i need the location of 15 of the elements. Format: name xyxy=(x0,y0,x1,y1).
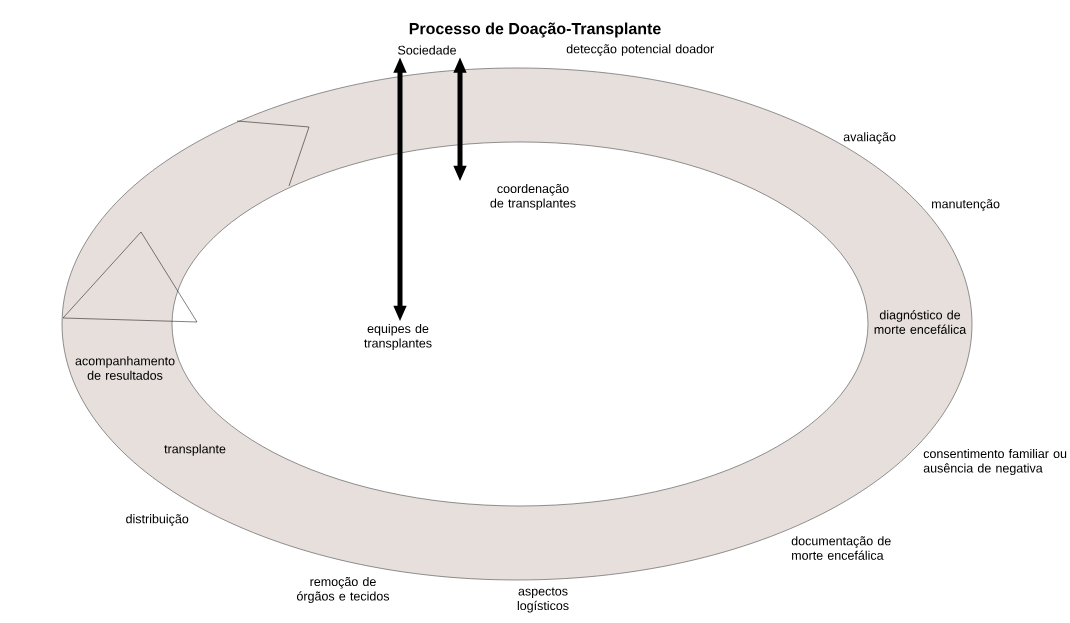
stage-label: avaliação xyxy=(843,132,896,144)
stage-label: distribuição xyxy=(126,514,189,526)
stage-label: acompanhamento de resultados xyxy=(75,356,175,380)
stage-label: diagnóstico de morte encefálica xyxy=(874,310,967,334)
stage-label: manutenção xyxy=(932,199,1000,211)
stage-text: equipes de transplantes xyxy=(364,323,432,351)
stage-label: documentação de morte encefálica xyxy=(791,536,891,560)
stage-label: consentimento familiar ou ausência de negativa xyxy=(923,448,1067,476)
stage-label: aspectos logísticos xyxy=(517,587,569,613)
stage-label: transplante xyxy=(164,444,226,456)
stage-text: Sociedade xyxy=(398,45,456,55)
stage-label: detecção potencial doador xyxy=(566,44,714,56)
stage-text: coordenação de transplantes xyxy=(490,183,576,211)
title: Processo de Doação-Transplante xyxy=(409,22,661,38)
stage-label: remoção de órgãos e tecidos xyxy=(296,576,390,604)
